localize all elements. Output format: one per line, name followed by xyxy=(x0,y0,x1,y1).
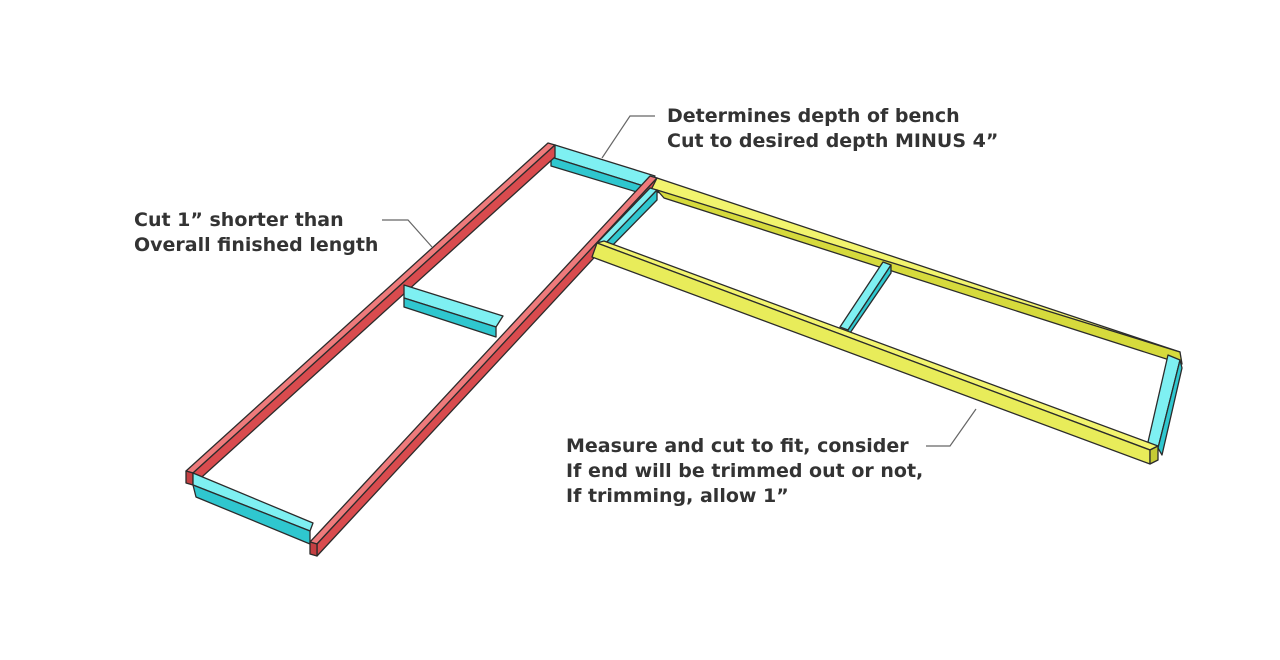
front-fit-rail xyxy=(591,240,1159,465)
back-cross-piece xyxy=(550,144,656,197)
measure-annotation-line-1: Measure and cut to fit, consider xyxy=(566,435,909,457)
fit-frame xyxy=(591,177,1183,465)
depth-annotation-line-1: Determines depth of bench xyxy=(667,105,960,127)
measure-annotation-line-2: If end will be trimmed out or not, xyxy=(566,460,924,482)
front-cross-piece xyxy=(192,472,314,545)
length-annotation-line-1: Cut 1” shorter than xyxy=(134,209,344,231)
outer-long-rail xyxy=(185,142,556,486)
fit-end-cross-piece xyxy=(1147,354,1183,456)
middle-cross-piece xyxy=(403,284,504,338)
back-fit-rail xyxy=(650,177,1183,365)
depth-leader xyxy=(601,115,655,159)
depth-annotation: Determines depth of bench Cut to desired… xyxy=(667,104,998,154)
measure-annotation: Measure and cut to fit, consider If end … xyxy=(566,434,923,509)
long-frame xyxy=(185,142,658,557)
length-leader xyxy=(382,219,433,248)
measure-leader xyxy=(926,408,977,447)
depth-annotation-line-2: Cut to desired depth MINUS 4” xyxy=(667,130,999,152)
fit-middle-cross-piece xyxy=(839,261,892,337)
measure-annotation-line-3: If trimming, allow 1” xyxy=(566,485,789,507)
leader-lines xyxy=(382,115,977,447)
length-annotation-line-2: Overall finished length xyxy=(134,234,379,256)
length-annotation: Cut 1” shorter than Overall finished len… xyxy=(134,208,378,258)
